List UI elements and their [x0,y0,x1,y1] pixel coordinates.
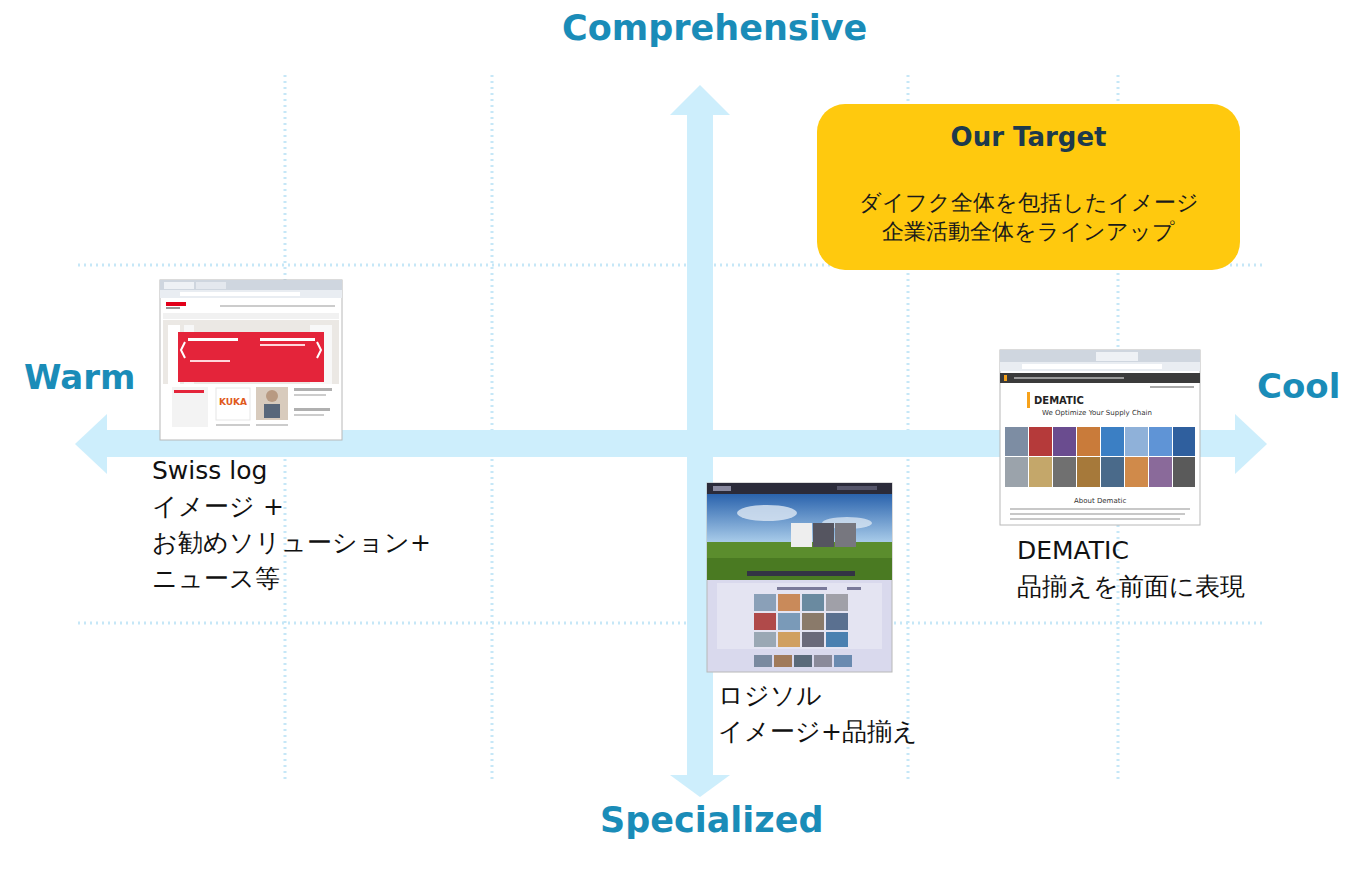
screenshot-caption: DEMATIC品揃えを前面に表現 [1017,533,1317,605]
website-screenshot [707,483,892,672]
axis-label: Cool [1257,367,1340,406]
box-body: ダイフク全体を包括したイメージ 企業活動全体をラインアップ [839,188,1219,246]
screenshot-caption: ロジソルイメージ+品揃え [718,678,978,750]
grid-lines [78,75,1262,782]
company-name: Swiss log [152,453,462,489]
target-box: Our Target ダイフク全体を包括したイメージ 企業活動全体をラインアップ [817,104,1240,270]
axis-arrows [75,85,1267,797]
website-thumbnail: ロジソルイメージ+品揃え [707,483,892,672]
screenshot-text: DEMATIC [1034,395,1084,407]
box-heading: Our Target [951,120,1107,154]
axis-label: Comprehensive [562,8,867,48]
screenshot-text: About Dematic [1074,497,1126,505]
website-screenshot [1000,350,1200,525]
company-name: DEMATIC [1017,533,1317,569]
axis-label: Specialized [600,800,824,840]
site-description: イメージ + お勧めソリューション+ ニュース等 [152,489,462,597]
website-screenshot [160,280,342,440]
screenshot-text: KUKA [219,397,247,407]
axis-label: Warm [24,358,135,397]
website-thumbnail: Swiss logイメージ + お勧めソリューション+ ニュース等 [160,280,342,440]
site-description: イメージ+品揃え [718,714,978,750]
screenshot-text: We Optimize Your Supply Chain [1042,409,1152,417]
site-description: 品揃えを前面に表現 [1017,569,1317,605]
company-name: ロジソル [718,678,978,714]
screenshot-caption: Swiss logイメージ + お勧めソリューション+ ニュース等 [152,453,462,597]
